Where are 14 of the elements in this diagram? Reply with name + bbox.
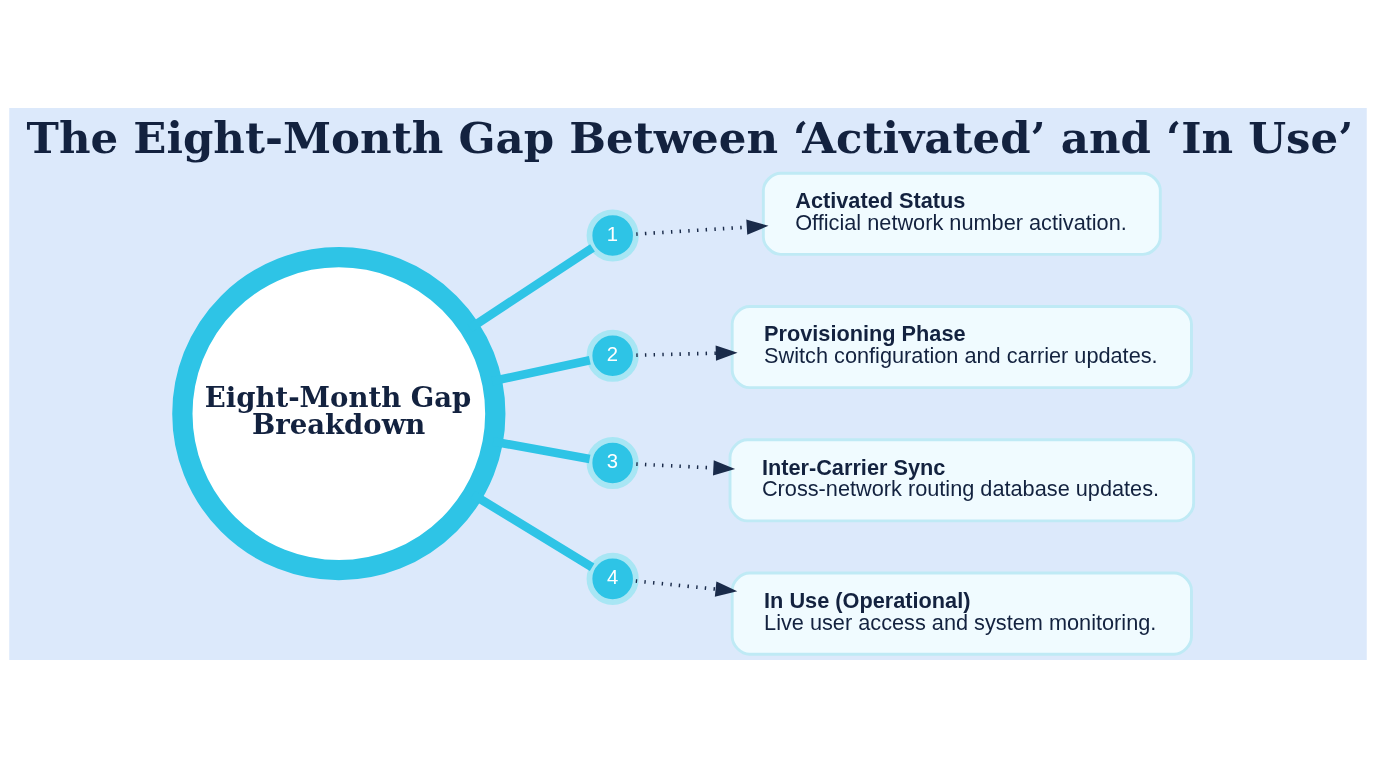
arrow — [636, 460, 736, 476]
arrow — [636, 345, 738, 361]
arrow — [636, 219, 769, 236]
diagram-title: The Eight-Month Gap Between ‘Activated’ and ‘In Use’ — [26, 111, 1354, 163]
node-box: Inter-Carrier Sync Cross-network routing database updates. — [728, 438, 1196, 523]
arrow — [635, 579, 738, 597]
node-circle: 4 — [586, 552, 639, 605]
node-circle: Eight-Month Gap Breakdown — [172, 247, 506, 581]
node-circle: 1 — [586, 209, 639, 262]
node-box: Activated Status Official network number activation. — [761, 171, 1162, 256]
node-box: Provisioning Phase Switch configuration and carrier updates. — [730, 305, 1193, 390]
node-box: In Use (Operational) Live user access and system monitoring. — [730, 571, 1193, 656]
node-circle: 2 — [586, 329, 639, 382]
node-circle: 3 — [586, 436, 639, 490]
